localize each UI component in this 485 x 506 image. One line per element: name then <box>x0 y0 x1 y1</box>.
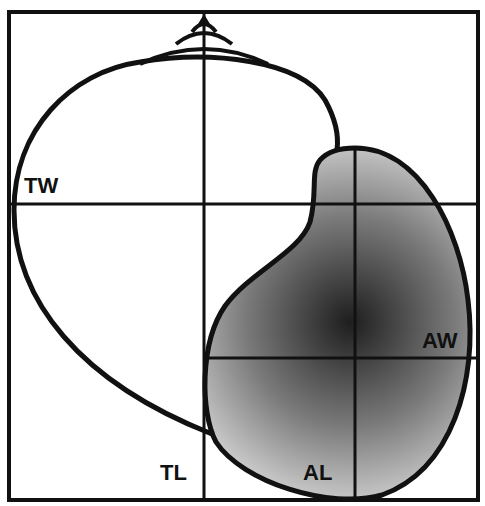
frame <box>9 12 478 500</box>
measurement-label: AW <box>422 330 457 352</box>
measurement-label: TW <box>24 175 58 197</box>
measurement-label: TL <box>160 462 187 484</box>
measurement-label: AL <box>303 462 332 484</box>
al-line <box>354 148 357 500</box>
aw-line <box>204 357 478 360</box>
tl-line <box>203 12 206 500</box>
tw-line <box>9 203 478 206</box>
aperture <box>205 148 470 499</box>
